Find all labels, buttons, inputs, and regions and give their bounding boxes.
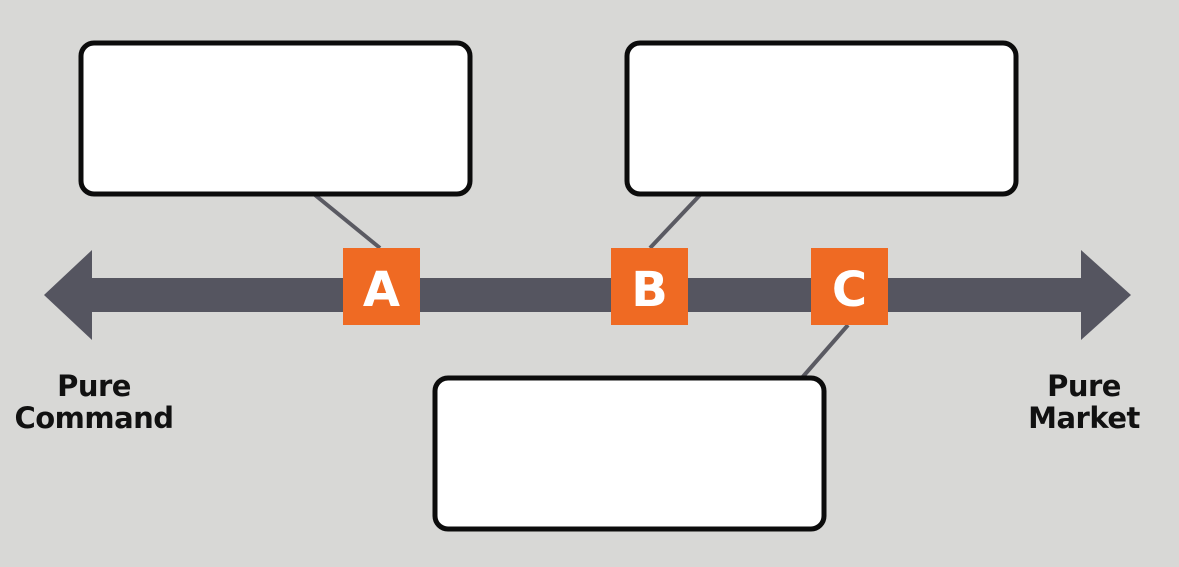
marker-b-letter: B xyxy=(631,262,668,318)
pure-command-label-line1: Pure xyxy=(57,369,131,403)
axis-bar xyxy=(88,278,1086,312)
marker-c-letter: C xyxy=(832,262,867,318)
pure-market-label-line2: Market xyxy=(1028,401,1140,435)
spectrum-axis xyxy=(44,250,1131,340)
marker-a: A xyxy=(343,248,420,325)
marker-b: B xyxy=(611,248,688,325)
answer-box-b xyxy=(624,40,1019,197)
connector-line-a xyxy=(313,193,382,250)
connector-line-b xyxy=(648,193,702,250)
left-arrowhead-icon xyxy=(44,250,92,340)
pure-market-label: Pure Market xyxy=(1008,370,1160,434)
marker-c: C xyxy=(811,248,888,325)
pure-market-label-line1: Pure xyxy=(1047,369,1121,403)
answer-box-c xyxy=(432,375,827,532)
pure-command-label: Pure Command xyxy=(14,370,174,434)
right-arrowhead-icon xyxy=(1081,250,1131,340)
marker-a-letter: A xyxy=(363,262,400,318)
connector-line-c xyxy=(798,323,850,382)
answer-box-a xyxy=(78,40,473,197)
pure-command-label-line2: Command xyxy=(14,401,174,435)
